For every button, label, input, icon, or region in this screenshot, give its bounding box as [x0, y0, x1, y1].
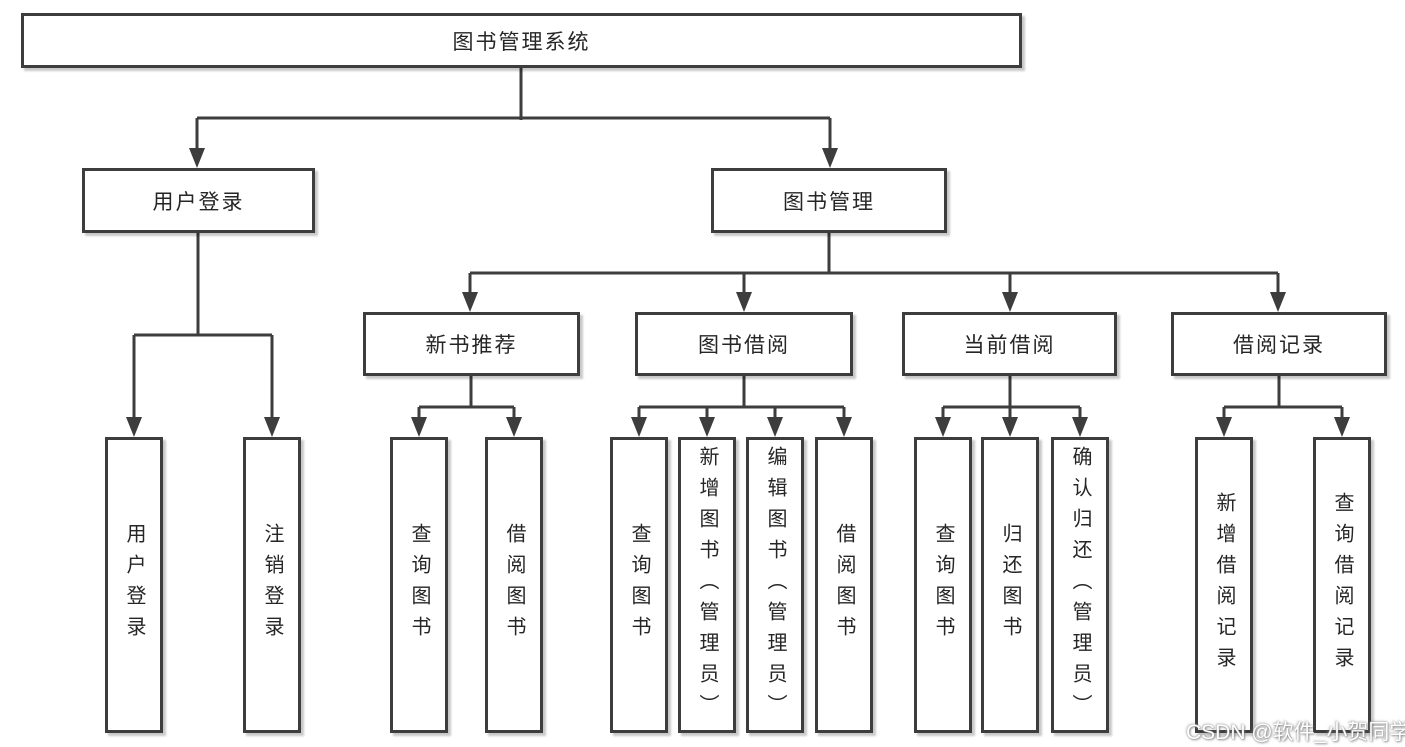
- node-current-borrow: 当前借阅: [902, 312, 1117, 376]
- leaf-edit-book-admin: 编辑图书（管理员）: [746, 437, 804, 733]
- node-new-book-recommend: 新书推荐: [363, 312, 580, 376]
- leaf-add-book-admin-label: 新增图书（管理员）: [696, 445, 718, 725]
- leaf-confirm-return-admin-label: 确认归还（管理员）: [1069, 445, 1091, 725]
- node-root-label: 图书管理系统: [452, 30, 591, 54]
- leaf-logout-label: 注销登录: [261, 523, 283, 647]
- leaf-query-books-current: 查询图书: [914, 437, 972, 733]
- leaf-add-borrow-record: 新增借阅记录: [1195, 437, 1253, 733]
- watermark: CSDN @软件_小贺同学: [1186, 721, 1405, 744]
- leaf-edit-book-admin-label: 编辑图书（管理员）: [764, 445, 786, 725]
- node-book-borrow: 图书借阅: [635, 312, 853, 376]
- leaf-borrow-books-borrow-label: 借阅图书: [833, 523, 855, 647]
- leaf-return-books: 归还图书: [981, 437, 1039, 733]
- leaf-user-login: 用户登录: [105, 437, 163, 733]
- leaf-query-books-recommend-label: 查询图书: [408, 523, 430, 647]
- leaf-borrow-books-recommend: 借阅图书: [485, 437, 543, 733]
- leaf-borrow-books-recommend-label: 借阅图书: [503, 523, 525, 647]
- leaf-query-borrow-record-label: 查询借阅记录: [1331, 492, 1353, 678]
- leaf-query-books-borrow: 查询图书: [610, 437, 668, 733]
- node-current-borrow-label: 当前借阅: [963, 334, 1056, 357]
- node-borrow-records-label: 借阅记录: [1233, 334, 1325, 357]
- leaf-confirm-return-admin: 确认归还（管理员）: [1051, 437, 1109, 733]
- node-book-management-label: 图书管理: [783, 190, 875, 214]
- leaf-logout: 注销登录: [243, 437, 301, 733]
- leaf-query-books-current-label: 查询图书: [932, 523, 954, 647]
- node-borrow-records: 借阅记录: [1171, 312, 1387, 376]
- leaf-add-borrow-record-label: 新增借阅记录: [1213, 492, 1235, 678]
- leaf-return-books-label: 归还图书: [999, 523, 1021, 647]
- leaf-add-book-admin: 新增图书（管理员）: [678, 437, 736, 733]
- node-user-login-label: 用户登录: [152, 190, 245, 214]
- node-root: 图书管理系统: [21, 13, 1022, 68]
- leaf-query-books-borrow-label: 查询图书: [628, 523, 650, 647]
- node-user-login: 用户登录: [82, 168, 315, 233]
- node-book-management: 图书管理: [711, 168, 947, 233]
- leaf-query-borrow-record: 查询借阅记录: [1313, 437, 1371, 733]
- node-new-book-recommend-label: 新书推荐: [425, 334, 518, 357]
- node-book-borrow-label: 图书借阅: [698, 334, 790, 357]
- leaf-borrow-books-borrow: 借阅图书: [815, 437, 873, 733]
- leaf-user-login-label: 用户登录: [123, 523, 145, 647]
- leaf-query-books-recommend: 查询图书: [390, 437, 448, 733]
